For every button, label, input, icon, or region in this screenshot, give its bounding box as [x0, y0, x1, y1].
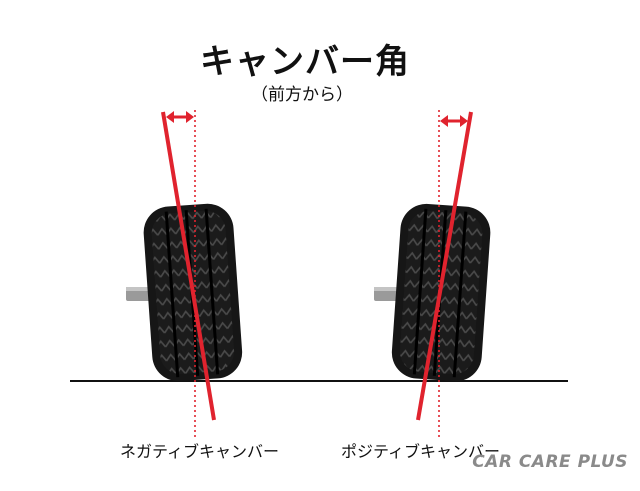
- negative-camber-wheel: [126, 110, 243, 438]
- diagram-subtitle: （前方から）: [251, 85, 353, 105]
- camber-line-positive: [416, 111, 473, 421]
- camber-angle-arrow-right: [440, 115, 468, 127]
- camber-line-negative: [161, 111, 216, 421]
- camber-angle-arrow-left: [166, 111, 194, 123]
- diagram-title: キャンバー角: [200, 42, 410, 82]
- positive-camber-wheel: [374, 110, 491, 438]
- caption-negative-camber: ネガティブキャンバー: [120, 442, 280, 461]
- caption-positive-camber: ポジティブキャンバー: [341, 442, 501, 461]
- car-care-plus-logo: CAR CARE PLUS: [472, 452, 628, 472]
